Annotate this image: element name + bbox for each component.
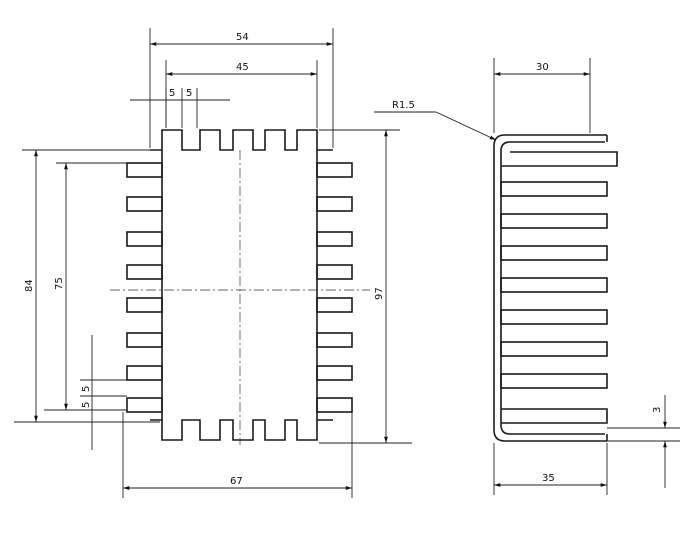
dim-height-outer: 84: [14, 149, 160, 423]
dim-label-r15: R1.5: [392, 100, 415, 111]
dim-label-84: 84: [24, 279, 35, 292]
dim-label-3: 3: [652, 407, 663, 413]
base-strip-outer: [493, 134, 607, 442]
dim-bottom-width: 67: [122, 412, 353, 498]
right-fins: [316, 162, 353, 413]
dim-label-35: 35: [542, 473, 555, 484]
top-fin: [501, 151, 618, 167]
dim-label-97: 97: [374, 287, 385, 300]
dim-right-height: 97: [319, 129, 412, 444]
dim-label-5a: 5: [169, 88, 175, 99]
dim-label-30: 30: [536, 62, 549, 73]
dim-label-75: 75: [54, 277, 65, 290]
dim-label-67: 67: [230, 476, 243, 487]
dim-side-top: 30: [493, 58, 591, 133]
dim-thickness: 3: [607, 395, 680, 488]
dim-top-outer: 54: [149, 28, 334, 148]
dim-height-inner: 75: [44, 162, 127, 411]
dim-radius: R1.5: [374, 100, 497, 141]
dim-label-54: 54: [236, 32, 249, 43]
dim-label-left-5a: 5: [81, 386, 92, 392]
front-view: 54 45 5 5 84 75: [14, 28, 412, 498]
dim-left-fins: 5 5: [80, 335, 127, 450]
bottom-fin: [501, 408, 608, 424]
bottom-fin-comb: [150, 419, 333, 441]
dim-fin-width: 5 5: [130, 88, 230, 128]
top-fin-comb: [150, 129, 333, 151]
dim-label-45: 45: [236, 62, 249, 73]
side-fins: [500, 181, 608, 389]
left-fins: [126, 162, 163, 413]
dim-label-left-5b: 5: [81, 402, 92, 408]
side-view: 30 R1.5 3 35: [374, 58, 680, 495]
base-strip-inner: [500, 141, 605, 435]
dim-label-5b: 5: [186, 88, 192, 99]
dim-side-bottom: 35: [493, 443, 608, 495]
